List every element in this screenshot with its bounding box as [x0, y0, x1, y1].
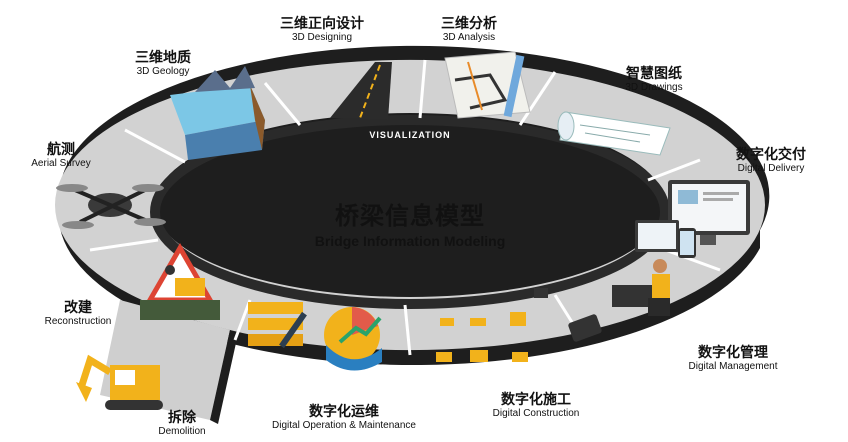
label-en: 3D Geology: [136, 66, 190, 78]
label-en: Digital Operation & Maintenance: [272, 420, 416, 432]
label-reconstruction: 改建 Reconstruction: [38, 300, 118, 328]
label-en: Digital Delivery: [737, 163, 805, 175]
label-digital-management: 数字化管理 Digital Management: [680, 345, 786, 373]
road-icon: [330, 62, 392, 120]
label-zh: 三维正向设计: [280, 16, 364, 32]
label-en: 3D Designing: [291, 32, 353, 44]
label-zh: 三维分析: [441, 16, 497, 32]
center-title-en: Bridge Information Modeling: [314, 233, 506, 249]
label-zh: 数字化运维: [309, 404, 379, 420]
label-digital-construction: 数字化施工 Digital Construction: [480, 392, 592, 420]
label-en: 3D Analysis: [442, 32, 496, 44]
band-label: VISUALIZATION: [369, 130, 450, 140]
drawing-roll-icon: [557, 111, 671, 156]
label-zh: 航测: [47, 142, 75, 158]
maintenance-icon: [248, 302, 307, 349]
label-digital-operation: 数字化运维 Digital Operation & Maintenance: [258, 404, 430, 432]
label-en: Demolition: [158, 426, 206, 438]
label-3d-drawings: 智慧图纸 3D Drawings: [616, 66, 692, 94]
label-zh: 改建: [64, 300, 92, 316]
center-title-zh: 桥梁信息模型: [335, 202, 485, 230]
label-en: 3D Drawings: [625, 82, 683, 94]
label-en: Digital Construction: [492, 408, 580, 420]
label-demolition: 拆除 Demolition: [150, 410, 214, 438]
label-zh: 数字化管理: [698, 345, 768, 361]
label-digital-delivery: 数字化交付 Digital Delivery: [722, 147, 820, 175]
label-zh: 数字化交付: [736, 147, 806, 163]
label-zh: 数字化施工: [501, 392, 571, 408]
operator-icon: [568, 259, 670, 342]
analysis-map-icon: [444, 51, 531, 119]
geology-block-icon: [170, 66, 265, 160]
label-3d-analysis: 三维分析 3D Analysis: [430, 16, 508, 44]
label-en: Digital Management: [688, 361, 778, 373]
label-3d-geology: 三维地质 3D Geology: [128, 50, 198, 78]
ring-inner-rim: [150, 115, 670, 309]
label-en: Reconstruction: [44, 316, 112, 328]
drone-icon: [56, 184, 166, 229]
label-zh: 三维地质: [135, 50, 191, 66]
label-zh: 拆除: [168, 410, 196, 426]
analytics-hand-icon: [324, 307, 382, 371]
label-aerial-survey: 航测 Aerial Survey: [24, 142, 98, 170]
label-3d-designing: 三维正向设计 3D Designing: [277, 16, 367, 44]
construction-warning-icon: [140, 242, 220, 320]
label-zh: 智慧图纸: [626, 66, 682, 82]
construction-machines-icon: [436, 288, 548, 362]
devices-icon: [635, 180, 750, 258]
excavator-icon: [76, 354, 163, 410]
label-en: Aerial Survey: [31, 158, 91, 170]
center-title: 桥梁信息模型 Bridge Information Modeling: [310, 196, 510, 249]
ring-tail-edge: [210, 330, 238, 424]
